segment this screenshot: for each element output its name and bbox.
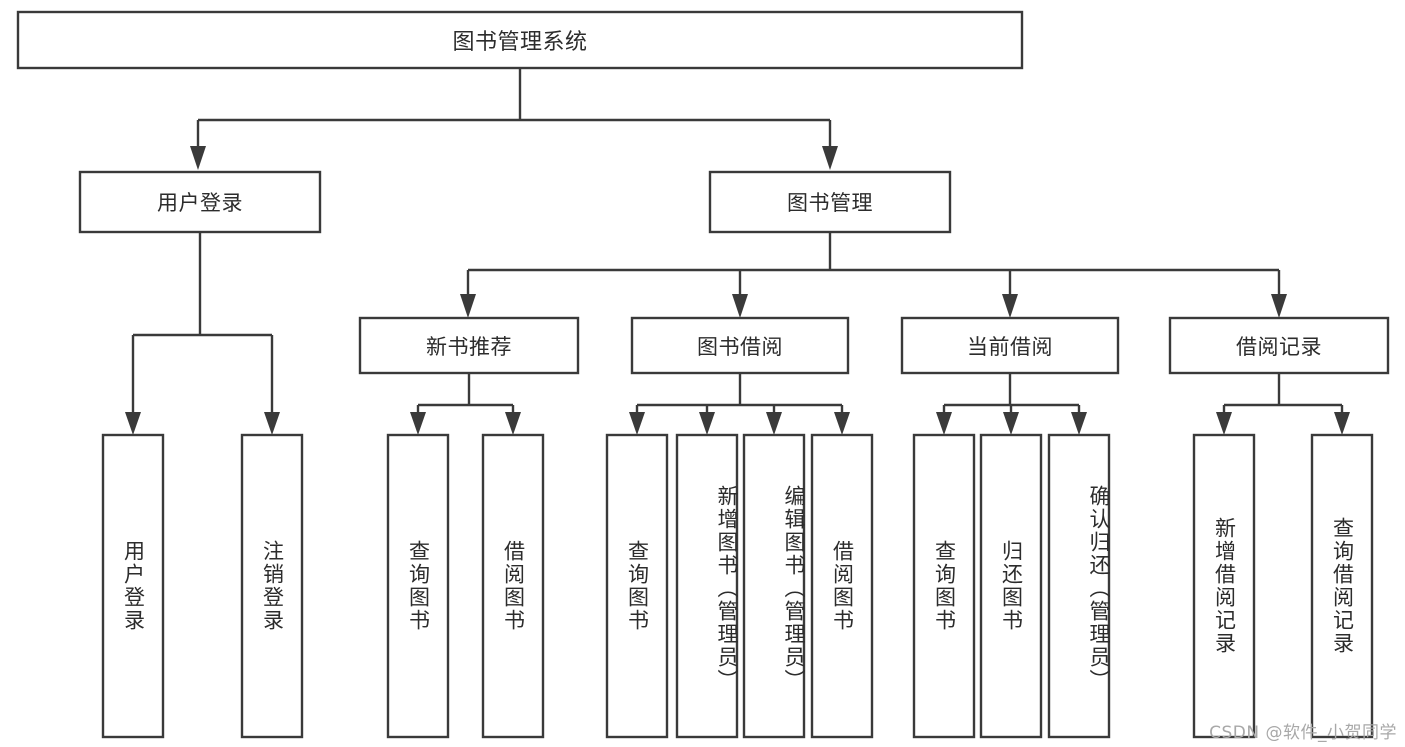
arrow-book-borrow-leaf4 bbox=[834, 412, 850, 435]
node-box-borrow-record[interactable] bbox=[1168, 316, 1390, 375]
node-box-book-manage[interactable] bbox=[708, 170, 952, 234]
node-box-leaf-borrow-record-0[interactable] bbox=[1192, 433, 1256, 739]
arrow-book-borrow-leaf2 bbox=[699, 412, 715, 435]
arrow-user-login-leaf2 bbox=[264, 412, 280, 435]
node-box-current-borrow[interactable] bbox=[900, 316, 1120, 375]
node-box-leaf-current-borrow-2[interactable] bbox=[1047, 433, 1111, 739]
node-box-new-book-recommend[interactable] bbox=[358, 316, 580, 375]
arrow-user-login-leaf1 bbox=[125, 412, 141, 435]
arrow-new-book-leaf1 bbox=[410, 412, 426, 435]
node-box-root[interactable] bbox=[16, 10, 1024, 70]
node-box-leaf-user-login-1[interactable] bbox=[240, 433, 304, 739]
node-box-leaf-new-book-1[interactable] bbox=[481, 433, 545, 739]
arrow-to-book-borrow bbox=[732, 294, 748, 318]
node-box-book-borrow[interactable] bbox=[630, 316, 850, 375]
arrow-to-new-book bbox=[460, 294, 476, 318]
arrow-current-borrow-leaf2 bbox=[1003, 412, 1019, 435]
node-box-leaf-book-borrow-0[interactable] bbox=[605, 433, 669, 739]
node-box-leaf-new-book-0[interactable] bbox=[386, 433, 450, 739]
node-box-leaf-current-borrow-1[interactable] bbox=[979, 433, 1043, 739]
node-box-leaf-book-borrow-1[interactable] bbox=[675, 433, 739, 739]
arrow-borrow-record-leaf1 bbox=[1216, 412, 1232, 435]
arrow-book-borrow-leaf1 bbox=[629, 412, 645, 435]
node-box-leaf-current-borrow-0[interactable] bbox=[912, 433, 976, 739]
arrow-root-to-book-manage bbox=[822, 146, 838, 170]
arrow-book-borrow-leaf3 bbox=[766, 412, 782, 435]
arrow-root-to-user-login bbox=[190, 146, 206, 170]
arrow-current-borrow-leaf1 bbox=[936, 412, 952, 435]
node-box-leaf-borrow-record-1[interactable] bbox=[1310, 433, 1374, 739]
arrow-borrow-record-leaf2 bbox=[1334, 412, 1350, 435]
node-box-leaf-book-borrow-3[interactable] bbox=[810, 433, 874, 739]
node-box-user-login[interactable] bbox=[78, 170, 322, 234]
arrow-new-book-leaf2 bbox=[505, 412, 521, 435]
arrow-to-borrow-record bbox=[1271, 294, 1287, 318]
node-box-leaf-user-login-0[interactable] bbox=[101, 433, 165, 739]
node-box-leaf-book-borrow-2[interactable] bbox=[742, 433, 806, 739]
arrow-to-current-borrow bbox=[1002, 294, 1018, 318]
arrow-current-borrow-leaf3 bbox=[1071, 412, 1087, 435]
